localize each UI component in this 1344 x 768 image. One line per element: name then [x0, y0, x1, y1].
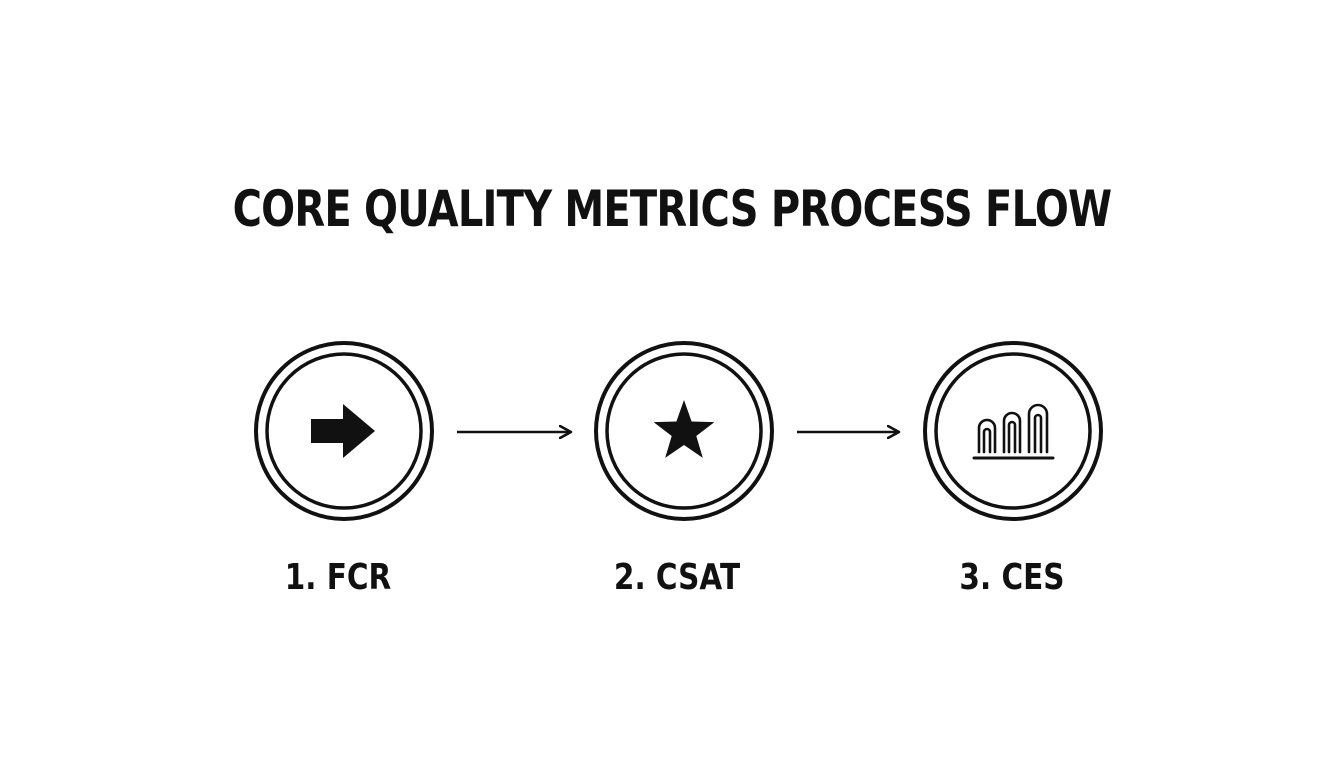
step-label-3: 3. CES	[959, 557, 1065, 598]
diagram-title: CORE QUALITY METRICS PROCESS FLOW	[232, 180, 1113, 238]
step-label-2: 2. CSAT	[613, 557, 741, 598]
bar-chart-icon	[972, 403, 1055, 460]
arrow-right-icon	[311, 404, 375, 458]
star-icon	[653, 400, 715, 458]
step-node-1	[254, 341, 434, 521]
step-node-3	[923, 341, 1103, 521]
step-label-1: 1. FCR	[284, 557, 392, 598]
step-node-2	[594, 341, 774, 521]
